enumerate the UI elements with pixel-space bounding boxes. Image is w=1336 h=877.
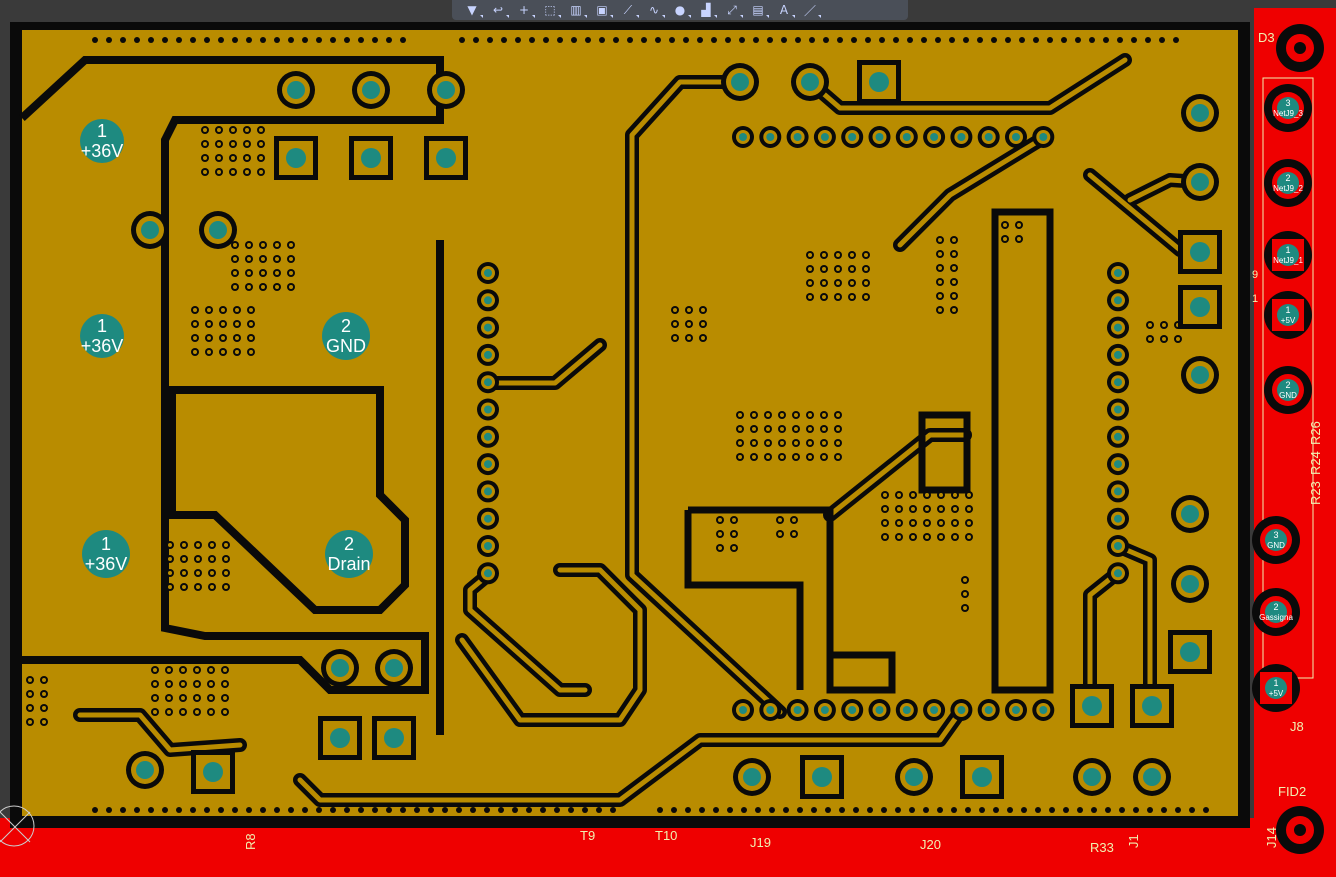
fiducial-bottom-right xyxy=(1276,806,1324,854)
dropdown-arrow-icon xyxy=(662,15,665,18)
dropdown-arrow-icon xyxy=(818,15,821,18)
pour-region-middle xyxy=(684,506,896,694)
pad-net-name: +36V xyxy=(81,336,124,356)
pour-boundary-left xyxy=(19,56,444,694)
magnet-icon[interactable]: ↩ xyxy=(486,1,510,19)
polygon-icon[interactable]: ▟ xyxy=(694,1,718,19)
pad-net-name: Drain xyxy=(327,554,370,574)
designator-r33: R33 xyxy=(1090,840,1114,855)
right-pad-3[interactable]: 1+5V xyxy=(1264,291,1312,339)
pad-net-name: +5V xyxy=(1281,316,1296,325)
designator-j20: J20 xyxy=(920,837,941,852)
crosshair-icon[interactable]: + xyxy=(512,1,536,19)
designator-fid2: FID2 xyxy=(1278,784,1306,799)
pad-number: 2 xyxy=(1273,602,1278,612)
dropdown-arrow-icon xyxy=(610,15,613,18)
pad-net-name: NetJ9_3 xyxy=(1273,109,1303,118)
designator-j1: J1 xyxy=(1126,834,1141,848)
top-layer-right-strip xyxy=(1254,8,1336,877)
vertical-pour-region xyxy=(991,208,1054,694)
designator-j19: J19 xyxy=(750,835,771,850)
pad-number: 2 xyxy=(341,316,351,336)
pad-net-name: NetJ9_1 xyxy=(1273,256,1303,265)
dropdown-arrow-icon xyxy=(688,15,691,18)
pad-36v[interactable]: 1+36V xyxy=(82,530,130,578)
via-field xyxy=(26,37,1209,813)
text-icon[interactable]: A xyxy=(772,1,796,19)
drain-region-outline xyxy=(168,386,409,614)
designator-r26: R26 xyxy=(1308,421,1323,445)
designator-j8: J8 xyxy=(1290,719,1304,734)
pad-number: 3 xyxy=(1273,530,1278,540)
align-icon[interactable]: ▥ xyxy=(564,1,588,19)
dropdown-arrow-icon xyxy=(558,15,561,18)
place-part-icon[interactable]: ▤ xyxy=(746,1,770,19)
pad-number: 2 xyxy=(1285,173,1290,183)
pcb-toolbar: ▼↩+⬚▥▣⟋∿●▟⤢▤A／ xyxy=(452,0,908,20)
component-icon[interactable]: ▣ xyxy=(590,1,614,19)
pad-number: 1 xyxy=(97,316,107,336)
diff-pair-icon[interactable]: ∿ xyxy=(642,1,666,19)
pad-36v[interactable]: 1+36V xyxy=(80,314,124,358)
designator-t9: T9 xyxy=(580,828,595,843)
designator-r23: R23 xyxy=(1308,481,1323,505)
designator-r24: R24 xyxy=(1308,451,1323,475)
route-icon[interactable]: ⟋ xyxy=(616,1,640,19)
dropdown-arrow-icon xyxy=(480,15,483,18)
pad-number: 2 xyxy=(1285,380,1290,390)
pad-number: 1 xyxy=(97,121,107,141)
pad-36v[interactable]: 1+36V xyxy=(80,119,124,163)
pad-number: 2 xyxy=(344,534,354,554)
designator-d3: D3 xyxy=(1258,30,1275,45)
dimension-icon[interactable]: ⤢ xyxy=(720,1,744,19)
fiducial-top-right xyxy=(1276,24,1324,72)
dropdown-arrow-icon xyxy=(740,15,743,18)
small-pour-region xyxy=(918,411,971,494)
dropdown-arrow-icon xyxy=(792,15,795,18)
pad-net-name: GND xyxy=(1279,391,1297,400)
header-pins xyxy=(126,60,1222,799)
pad-net-name: GND xyxy=(1267,541,1285,550)
pad-number: 1 xyxy=(1285,305,1290,315)
pad-net-name: +5V xyxy=(1269,689,1284,698)
pad-net-name: Gassigna xyxy=(1259,613,1293,622)
designator-9: 9 xyxy=(1252,269,1258,281)
pad-number: 3 xyxy=(1285,98,1290,108)
pad-number: 1 xyxy=(1273,678,1278,688)
right-pad-7[interactable]: 1+5V xyxy=(1252,664,1300,712)
dropdown-arrow-icon xyxy=(584,15,587,18)
right-connector-pads: 3NetJ9_32NetJ9_21NetJ9_11+5V2GND3GND2Gas… xyxy=(1252,84,1312,712)
pad-net-name: NetJ9_2 xyxy=(1273,184,1303,193)
designator-j14: J14 xyxy=(1264,827,1279,848)
dropdown-arrow-icon xyxy=(636,15,639,18)
pad-net-name: +36V xyxy=(85,554,128,574)
line-icon[interactable]: ／ xyxy=(798,1,822,19)
pad-net-name: GND xyxy=(326,336,366,356)
select-rect-icon[interactable]: ⬚ xyxy=(538,1,562,19)
designator-1: 1 xyxy=(1252,293,1258,305)
designator-t10: T10 xyxy=(655,828,677,843)
dropdown-arrow-icon xyxy=(766,15,769,18)
dropdown-arrow-icon xyxy=(506,15,509,18)
designator-r8: R8 xyxy=(243,833,258,850)
pad-number: 1 xyxy=(1285,245,1290,255)
filter-icon[interactable]: ▼ xyxy=(460,1,484,19)
via-icon[interactable]: ● xyxy=(668,1,692,19)
pad-number: 1 xyxy=(101,534,111,554)
pad-net-name: +36V xyxy=(81,141,124,161)
origin-marker xyxy=(0,805,35,847)
dropdown-arrow-icon xyxy=(714,15,717,18)
dropdown-arrow-icon xyxy=(532,15,535,18)
